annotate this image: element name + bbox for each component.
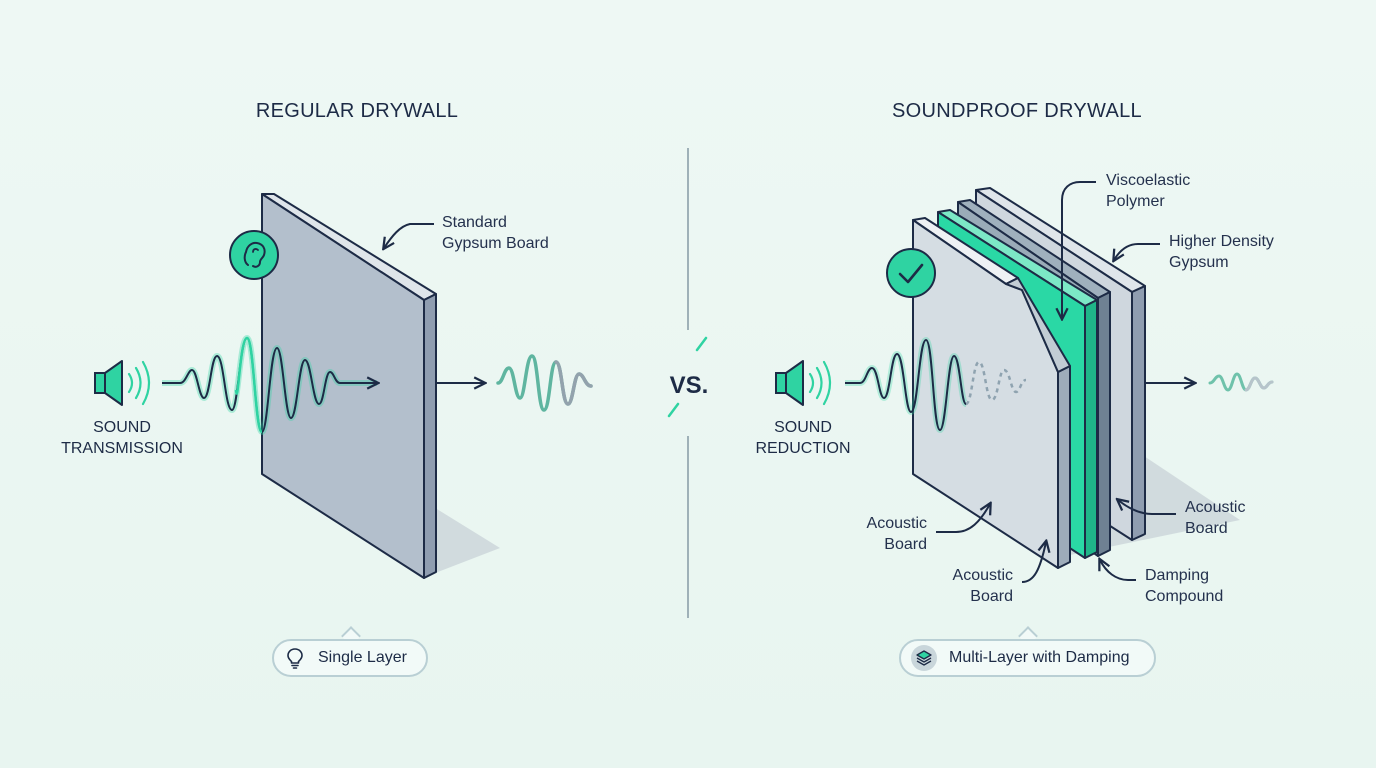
callout-damping-line2: Compound bbox=[1145, 588, 1223, 605]
source-label-line2: TRANSMISSION bbox=[61, 440, 183, 457]
callout-density-line2: Gypsum bbox=[1169, 254, 1229, 271]
callout-acoustic-bottom-line2: Board bbox=[970, 588, 1013, 605]
vs-label: VS. bbox=[670, 372, 709, 399]
lightbulb-icon bbox=[284, 647, 306, 669]
ear-icon bbox=[229, 230, 279, 280]
right-panel-title: SOUNDPROOF DRYWALL bbox=[892, 100, 1142, 122]
callout-acoustic-right-line2: Board bbox=[1185, 520, 1228, 537]
multi-layer-pill: Multi-Layer with Damping bbox=[899, 639, 1156, 677]
transmitted-sound-wave bbox=[436, 354, 593, 412]
panel-divider: VS. bbox=[667, 148, 709, 618]
multi-layer-label: Multi-Layer with Damping bbox=[949, 649, 1130, 666]
single-layer-label: Single Layer bbox=[318, 649, 407, 666]
callout-leader-acoustic-left bbox=[936, 504, 990, 533]
incoming-sound-wave bbox=[845, 336, 1027, 434]
front-acoustic-board bbox=[912, 217, 1071, 569]
left-panel: REGULAR DRYWALL SOUND TRANSMISSION bbox=[61, 100, 593, 579]
callout-leader-density bbox=[1114, 243, 1160, 260]
source-label-line1: SOUND bbox=[93, 419, 151, 436]
callout-leader-gypsum bbox=[384, 223, 434, 248]
callout-polymer-line1: Viscoelastic bbox=[1106, 172, 1190, 189]
callout-leader-polymer bbox=[1062, 181, 1096, 318]
checkmark-icon bbox=[886, 248, 936, 298]
callout-acoustic-left-line1: Acoustic bbox=[867, 515, 927, 532]
callout-gypsum-line1: Standard bbox=[442, 214, 507, 231]
incoming-sound-wave bbox=[162, 334, 377, 436]
single-layer-pill: Single Layer bbox=[272, 639, 428, 677]
callout-gypsum-line2: Gypsum Board bbox=[442, 235, 549, 252]
speaker-icon bbox=[94, 360, 151, 406]
callout-density-line1: Higher Density bbox=[1169, 233, 1274, 250]
reduced-sound-wave bbox=[1145, 372, 1274, 392]
callout-leader-acoustic-bottom bbox=[1021, 542, 1046, 583]
standard-gypsum-board bbox=[261, 193, 437, 579]
source-label-line1: SOUND bbox=[774, 419, 832, 436]
source-label-line2: REDUCTION bbox=[755, 440, 850, 457]
left-panel-title: REGULAR DRYWALL bbox=[256, 100, 458, 122]
callout-damping-line1: Damping bbox=[1145, 567, 1209, 584]
speaker-icon bbox=[775, 360, 832, 406]
callout-acoustic-right-line1: Acoustic bbox=[1185, 499, 1245, 516]
callout-polymer-line2: Polymer bbox=[1106, 193, 1165, 210]
layers-icon bbox=[911, 645, 937, 671]
callout-leader-acoustic-right bbox=[1118, 500, 1176, 515]
callout-acoustic-left-line2: Board bbox=[884, 536, 927, 553]
callout-leader-damping bbox=[1100, 560, 1136, 581]
callout-acoustic-bottom-line1: Acoustic bbox=[953, 567, 1013, 584]
right-panel: SOUNDPROOF DRYWALL bbox=[755, 100, 1273, 605]
